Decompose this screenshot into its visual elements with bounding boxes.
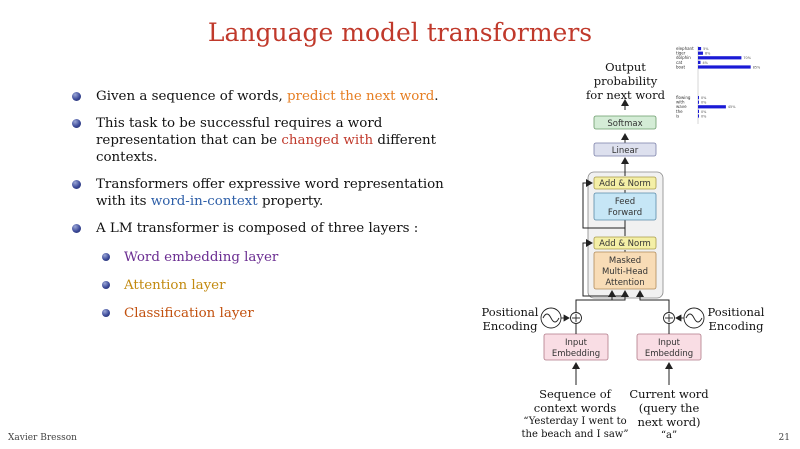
context-words-caption: Sequence of context words “Yesterday I w… (515, 387, 635, 441)
sub-bullet-text: Attention layer (124, 278, 226, 293)
prob-bar (698, 56, 742, 60)
feed-forward-label: Feed (615, 197, 635, 207)
prob-value-label: 0% (701, 101, 707, 105)
current-word-caption: Current word (query the next word) “a” (624, 387, 714, 442)
prob-bar (698, 109, 699, 113)
add-norm-bottom-label: Add & Norm (599, 239, 651, 249)
current-word-quote: “a” (660, 430, 678, 441)
input-embedding-right-label: Embedding (645, 349, 693, 359)
page-number: 21 (778, 433, 790, 443)
input-embedding-left-label: Input (565, 338, 588, 348)
prob-word-label: flowing (676, 95, 691, 100)
prob-bar (698, 100, 699, 104)
add-norm-top-box (593, 176, 657, 190)
feed-forward-box (593, 192, 657, 221)
bullet-dot-icon (72, 92, 81, 101)
linear-box (593, 142, 657, 157)
bullet-2: This task to be successful requires a wo… (72, 115, 452, 166)
prob-word-label: boat (676, 64, 685, 69)
prob-value-label: 4% (702, 61, 708, 65)
slide-title: Language model transformers (207, 18, 593, 47)
sub-bullet-dot-icon (102, 253, 110, 261)
residual-arrow (582, 239, 625, 297)
prob-word-label: is (676, 113, 679, 118)
sub-bullet-dot-icon (102, 281, 110, 289)
input-embedding-left-label: Embedding (552, 349, 600, 359)
bullet-1: Given a sequence of words, predict the n… (72, 88, 452, 105)
bullet-dot-icon (72, 119, 81, 128)
prob-bar (698, 47, 702, 51)
sub-bullet-2: Attention layer (72, 277, 452, 294)
attention-label: Attention (605, 278, 644, 288)
prob-word-label: wave (676, 104, 687, 109)
prob-word-label: the (676, 109, 683, 114)
sub-bullet-dot-icon (102, 309, 110, 317)
attention-label: Masked (609, 256, 641, 266)
prob-value-label: 0% (701, 110, 707, 114)
bullet-text: Given a sequence of words, (96, 89, 287, 104)
bullet-text: A LM transformer is composed of three la… (96, 221, 419, 236)
bullet-text: Transformers offer expressive word repre… (96, 177, 444, 209)
bullet-text: property. (257, 194, 324, 209)
residual-arrow (582, 179, 625, 229)
softmax-box (593, 115, 657, 130)
sub-bullet-1: Word embedding layer (72, 249, 452, 266)
prob-bar (698, 65, 751, 69)
prob-value-label: 0% (701, 96, 707, 100)
highlight-text: predict the next word (286, 89, 435, 104)
sub-bullet-text: Classification layer (124, 306, 254, 321)
prob-word-label: cat (676, 60, 683, 65)
bullet-list: Given a sequence of words, predict the n… (72, 88, 452, 333)
input-embedding-right-label: Input (658, 338, 681, 348)
highlight-text: word-in-context (150, 194, 258, 209)
prob-word-label: elephant (676, 46, 694, 51)
positional-encoding-right-label: Positional Encoding (707, 305, 765, 333)
prob-value-label: 8% (705, 52, 711, 56)
softmax-label: Softmax (607, 119, 642, 129)
attention-input-arrow (576, 290, 629, 301)
attention-input-arrow (636, 290, 670, 312)
context-quote: the beach and I saw” (521, 429, 629, 440)
prob-bar (698, 105, 726, 109)
bullet-text: This task to be successful requires a wo… (96, 116, 383, 148)
attention-label: Multi-Head (602, 267, 648, 277)
add-norm-bottom-box (593, 236, 657, 250)
positional-encoding-left-label: Positional Encoding (481, 305, 539, 333)
bullet-3: Transformers offer expressive word repre… (72, 176, 452, 210)
sub-bullet-text: Word embedding layer (124, 250, 279, 265)
add-norm-top-label: Add & Norm (599, 179, 651, 189)
prob-bar (698, 114, 699, 118)
prob-value-label: 45% (728, 105, 736, 109)
context-quote: “Yesterday I went to (523, 416, 627, 427)
linear-label: Linear (612, 146, 639, 156)
prob-word-label: tiger (676, 51, 686, 56)
prob-bar (698, 96, 699, 100)
highlight-text: changed with (281, 133, 374, 148)
sub-bullet-3: Classification layer (72, 305, 452, 322)
prob-value-label: 70% (743, 56, 751, 60)
bullet-text: . (434, 89, 439, 104)
prob-word-label: with (676, 100, 685, 105)
bullet-dot-icon (72, 180, 81, 189)
feed-forward-label: Forward (608, 208, 642, 218)
prob-word-label: dolphin (676, 55, 691, 60)
probability-bar-chart: elephant 5% tiger 8% dolphin 70% cat 4% boat 85% f… (676, 46, 761, 124)
prob-bar (698, 60, 701, 64)
prob-value-label: 0% (701, 114, 707, 118)
output-probability-label: Output probability for next word (586, 60, 665, 102)
prob-value-label: 5% (703, 47, 709, 51)
prob-bar (698, 51, 703, 55)
bullet-text: different contexts. (96, 133, 437, 165)
bullet-4: A LM transformer is composed of three la… (72, 220, 452, 237)
attention-box (593, 251, 657, 290)
bullet-dot-icon (72, 224, 81, 233)
prob-value-label: 85% (753, 65, 761, 69)
author-footer: Xavier Bresson (8, 433, 77, 443)
